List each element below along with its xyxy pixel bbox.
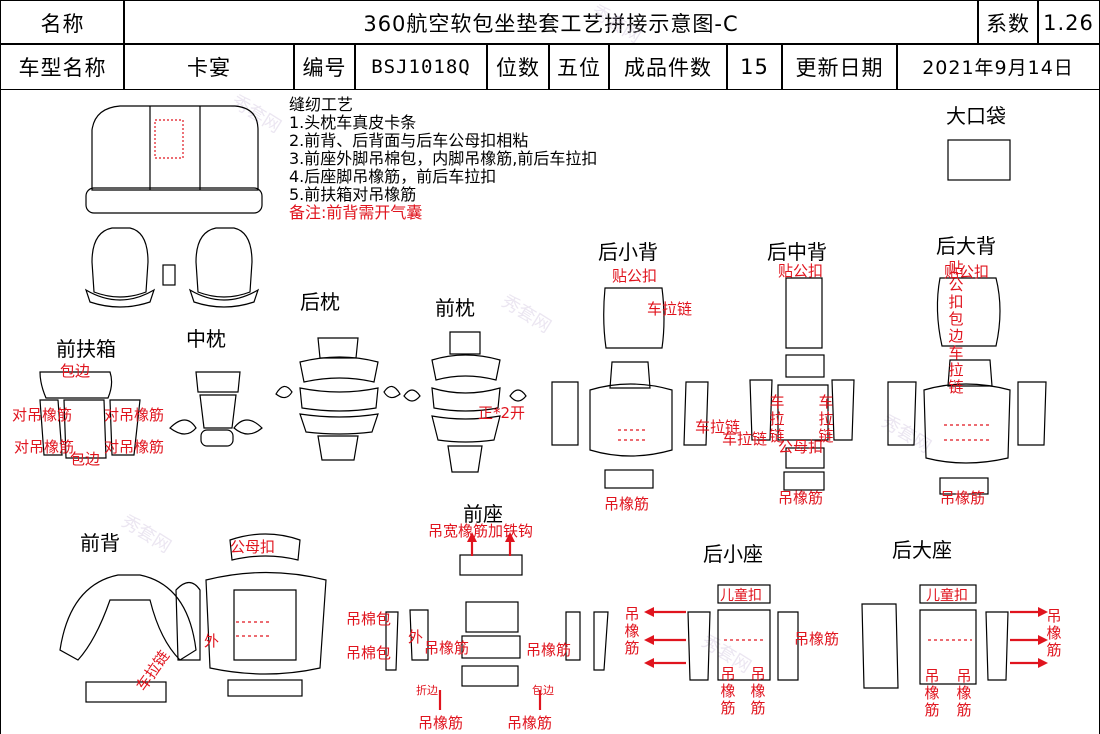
annot-zipper-vertical: 车拉链 bbox=[818, 393, 834, 445]
craft-step: 5.前扶箱对吊橡筋 bbox=[289, 185, 417, 204]
label-rear-small-seat: 后小座 bbox=[703, 542, 763, 566]
label-big-pocket: 大口袋 bbox=[946, 104, 1006, 128]
annot-outer: 外 bbox=[204, 632, 220, 650]
annot-outer: 外 bbox=[408, 628, 424, 646]
rear-small-back-pieces bbox=[551, 287, 709, 489]
label-rear-pillow: 后枕 bbox=[300, 290, 340, 314]
code-label: 编号 bbox=[293, 43, 356, 90]
craft-notes: 缝纫工艺 1.头枕车真皮卡条 2.前背、后背面与后车公母扣相粘 3.前座外脚吊棉… bbox=[289, 96, 597, 222]
annot-front-2: 正*2开 bbox=[478, 404, 526, 422]
rear-mid-back-pieces bbox=[749, 277, 855, 491]
annot-snap-vertical: 贴公扣包边车拉链 bbox=[948, 259, 964, 396]
annot-hang-elastic: 吊橡筋 bbox=[418, 714, 464, 732]
rear-bench-overview-icon bbox=[85, 105, 263, 214]
annot-hang-elastic: 吊橡筋 bbox=[507, 714, 553, 732]
diagram-title: 360航空软包坐垫套工艺拼接示意图-C bbox=[123, 0, 979, 45]
annot-wide-elastic-hook: 吊宽橡筋加铁钩 bbox=[428, 522, 534, 540]
seats-label: 位数 bbox=[486, 43, 550, 90]
label-rear-mid-back: 后中背 bbox=[767, 240, 827, 264]
annot-wrap-edge: 包边 bbox=[532, 684, 554, 697]
mid-pillow-pieces bbox=[169, 371, 263, 447]
model-value: 卡宴 bbox=[123, 43, 295, 90]
annot-pair-elastic: 对吊橡筋 bbox=[14, 438, 75, 456]
annot-elastic-vertical: 吊橡筋 bbox=[1046, 607, 1062, 659]
annot-wrap-edge: 包边 bbox=[60, 362, 91, 380]
annot-pair-elastic: 对吊橡筋 bbox=[104, 438, 165, 456]
label-front-armrest: 前扶箱 bbox=[56, 337, 116, 361]
annot-pair-elastic: 对吊橡筋 bbox=[104, 406, 165, 424]
annot-elastic-vertical: 吊橡筋 bbox=[750, 665, 766, 717]
pieces-label: 成品件数 bbox=[608, 43, 728, 90]
annot-hang-elastic: 吊橡筋 bbox=[604, 495, 650, 513]
annot-hang-cotton: 吊棉包 bbox=[346, 644, 392, 662]
rear-pillow-pieces bbox=[275, 337, 401, 461]
annot-snap-horizontal: 贴公扣 bbox=[944, 263, 990, 281]
name-label: 名称 bbox=[0, 0, 125, 45]
front-pillow-pieces bbox=[403, 331, 527, 473]
annot-zipper: 车拉链 bbox=[647, 300, 693, 318]
model-label: 车型名称 bbox=[0, 43, 125, 90]
annot-elastic-vertical: 吊橡筋 bbox=[924, 667, 940, 719]
craft-step: 1.头枕车真皮卡条 bbox=[289, 113, 417, 132]
front-armrest-pieces bbox=[39, 371, 141, 459]
craft-note: 备注:前背需开气囊 bbox=[289, 203, 423, 222]
rear-big-back-pieces bbox=[887, 277, 1047, 495]
annot-fold-edge: 折边 bbox=[416, 684, 438, 697]
annot-elastic-vertical: 吊橡筋 bbox=[624, 605, 640, 657]
annot-mother-snap: 公母扣 bbox=[230, 538, 276, 556]
annot-wrap-edge: 包边 bbox=[70, 450, 101, 468]
annot-male-snap: 公母扣 bbox=[778, 438, 824, 456]
annot-hang-elastic: 吊橡筋 bbox=[526, 641, 572, 659]
big-pocket-piece bbox=[947, 139, 1011, 181]
rear-big-seat-pieces bbox=[861, 584, 1009, 689]
craft-title: 缝纫工艺 bbox=[289, 95, 354, 114]
red-arrows bbox=[438, 532, 1048, 710]
annot-hang-cotton: 吊棉包 bbox=[346, 610, 392, 628]
label-rear-small-back: 后小背 bbox=[598, 240, 658, 264]
label-front-back: 前背 bbox=[80, 531, 120, 555]
label-rear-big-back: 后大背 bbox=[936, 234, 996, 258]
annot-elastic-vertical: 吊橡筋 bbox=[720, 665, 736, 717]
annot-snap: 贴公扣 bbox=[778, 262, 824, 280]
annot-zipper-vertical: 车拉链 bbox=[769, 393, 785, 445]
annot-hang-elastic: 吊橡筋 bbox=[940, 489, 986, 507]
code-value: BSJ1018Q bbox=[354, 43, 488, 90]
label-mid-pillow: 中枕 bbox=[186, 327, 226, 351]
annot-zipper: 车拉链 bbox=[722, 430, 768, 448]
annot-zipper: 车拉链 bbox=[695, 418, 741, 436]
annot-child-snap: 儿童扣 bbox=[720, 588, 762, 604]
header-table: 名称 360航空软包坐垫套工艺拼接示意图-C 系数 1.26 车型名称 卡宴 编… bbox=[0, 0, 1100, 90]
annot-hang-elastic: 吊橡筋 bbox=[424, 639, 470, 657]
coef-label: 系数 bbox=[977, 0, 1039, 45]
pieces-value: 15 bbox=[726, 43, 783, 90]
rear-small-seat-pieces bbox=[687, 584, 799, 681]
front-back-pieces bbox=[59, 574, 201, 703]
date-label: 更新日期 bbox=[781, 43, 898, 90]
annot-hang-elastic: 吊橡筋 bbox=[778, 489, 824, 507]
label-front-seat: 前座 bbox=[463, 502, 503, 526]
annot-hang-elastic: 吊橡筋 bbox=[794, 630, 840, 648]
annot-pair-elastic: 对吊橡筋 bbox=[12, 406, 73, 424]
annot-elastic-vertical: 吊橡筋 bbox=[956, 667, 972, 719]
annot-child-snap: 儿童扣 bbox=[926, 588, 968, 604]
craft-step: 2.前背、后背面与后车公母扣相粘 bbox=[289, 131, 529, 150]
front-seats-overview-icon bbox=[84, 227, 260, 308]
label-rear-big-seat: 后大座 bbox=[892, 538, 952, 562]
annot-snap: 贴公扣 bbox=[612, 267, 658, 285]
label-front-pillow: 前枕 bbox=[435, 296, 475, 320]
craft-step: 4.后座脚吊橡筋，前后车拉扣 bbox=[289, 167, 497, 186]
craft-step: 3.前座外脚吊棉包，内脚吊橡筋,前后车拉扣 bbox=[289, 149, 598, 168]
front-seat-cushion-pieces bbox=[385, 554, 609, 687]
front-seat-back-pieces bbox=[205, 533, 327, 697]
seats-value: 五位 bbox=[548, 43, 610, 90]
